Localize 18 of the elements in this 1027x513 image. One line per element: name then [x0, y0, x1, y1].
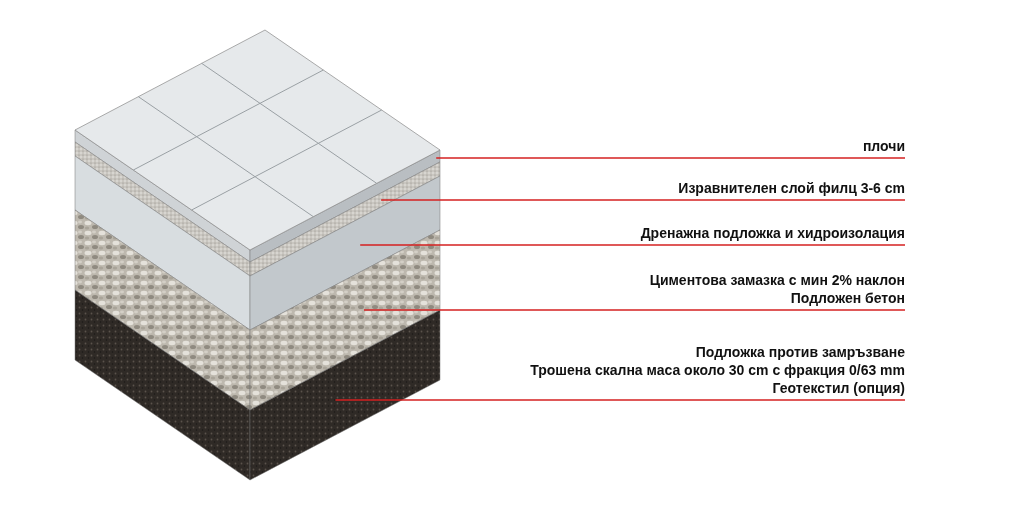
layer-label: Изравнителен слой филц 3-6 cm	[678, 179, 905, 197]
layer-label: плочи	[862, 137, 905, 155]
layer-label: Трошена скална маса около 30 cm с фракция 0/63 mm	[530, 361, 905, 379]
leader-line	[359, 244, 906, 246]
leader-line	[435, 157, 906, 159]
soil-layer	[74, 289, 441, 481]
layer-label: Дренажна подложка и хидроизолация	[640, 224, 905, 242]
leader-line	[380, 199, 906, 201]
layer-label: Подложен бетон	[789, 289, 905, 307]
leader-line	[334, 399, 906, 401]
leader-line	[363, 309, 906, 311]
gravel-layer	[74, 209, 441, 411]
leveling-layer	[74, 141, 441, 277]
tile-layer	[74, 29, 441, 263]
layer-label: Циментова замазка с мин 2% наклон	[649, 271, 905, 289]
layer-label: Подложка против замръзване	[694, 343, 905, 361]
concrete-layer	[74, 155, 441, 331]
layer-label: Геотекстил (опция)	[771, 379, 905, 397]
